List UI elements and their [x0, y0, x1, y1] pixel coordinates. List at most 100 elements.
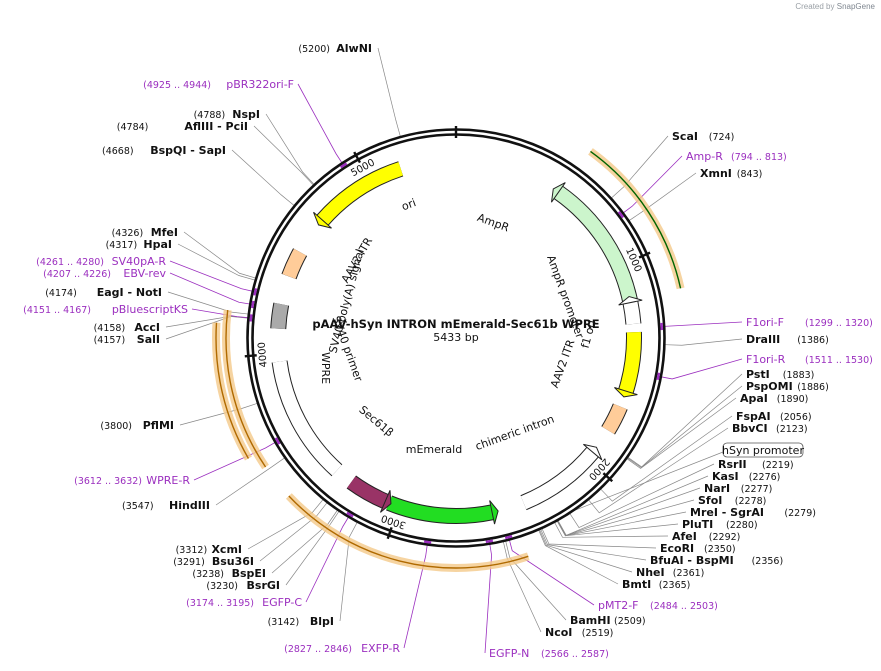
site-leader-line — [177, 243, 256, 281]
primer-position: (3174 .. 3195) — [186, 598, 254, 609]
primer-position: (794 .. 813) — [731, 152, 787, 163]
site-leader-line — [339, 522, 358, 622]
enzyme-site-position: (4174) — [45, 288, 77, 299]
snapgene-logo: SnapGene — [836, 2, 875, 11]
feature-arc — [272, 360, 342, 476]
site-leader-line — [253, 125, 314, 186]
enzyme-site-position: (3142) — [268, 617, 300, 628]
primer-binding-mark — [274, 437, 281, 445]
enzyme-site-name: HpaI — [143, 238, 172, 251]
primer-name: pBluescriptKS — [112, 303, 188, 316]
plasmid-name: pAAV-hSyn INTRON mEmerald-Sec61b WPRE — [312, 317, 599, 331]
primer-binding-mark — [249, 314, 253, 322]
site-leader-line — [247, 499, 324, 550]
site-leader-line — [569, 463, 715, 529]
enzyme-site-name: AlwNI — [336, 42, 372, 55]
feature-arc — [623, 301, 641, 325]
enzyme-site-position: (3312) — [176, 545, 208, 556]
primer-binding-mark — [346, 511, 354, 518]
primer-leader-line — [297, 83, 344, 166]
primer-leader-line — [620, 155, 683, 215]
enzyme-site-position: (2350) — [704, 544, 736, 555]
primer-track-arc — [288, 495, 529, 569]
primer-name: EXFP-R — [361, 642, 400, 655]
site-leader-line — [557, 487, 701, 536]
enzyme-site-name: SfoI — [698, 494, 722, 507]
primer-position: (4261 .. 4280) — [36, 257, 104, 268]
enzyme-site-position: (724) — [709, 132, 735, 143]
primer-leader-line — [508, 537, 595, 606]
feature-arc — [619, 331, 641, 394]
promoter-label: hSyn promoter — [722, 444, 804, 457]
site-leader-line — [539, 529, 633, 573]
primer-binding-mark — [253, 288, 258, 296]
enzyme-site-name: NheI — [636, 566, 665, 579]
primer-position: (1511 .. 1530) — [805, 355, 873, 366]
enzyme-site-name: HindIII — [169, 499, 210, 512]
primer-leader-line — [305, 514, 351, 603]
primer-leader-line — [403, 541, 429, 649]
site-leader-line — [183, 231, 256, 279]
feature-arrowhead — [583, 443, 603, 461]
enzyme-site-position: (843) — [737, 169, 763, 180]
feature-label: Sec61β — [356, 403, 396, 439]
site-leader-line — [588, 427, 729, 514]
enzyme-site-position: (1890) — [777, 394, 809, 405]
enzyme-site-name: RsrII — [718, 458, 747, 471]
enzyme-site-name: MfeI — [151, 226, 178, 239]
enzyme-site-name: NarI — [704, 482, 730, 495]
primer-track-arc — [215, 322, 250, 459]
enzyme-site-position: (2509) — [614, 616, 646, 627]
enzyme-site-name: BspQI - SapI — [150, 144, 226, 157]
enzyme-site-name: BsrGI — [247, 579, 280, 592]
enzyme-site-position: (4788) — [194, 110, 226, 121]
primer-binding-mark — [250, 300, 255, 309]
enzyme-site-position: (2278) — [735, 496, 767, 507]
snapgene-credit: Created by SnapGene — [795, 2, 875, 11]
tick-mark — [386, 526, 393, 540]
enzyme-site-position: (2276) — [749, 472, 781, 483]
enzyme-site-name: DraIII — [746, 333, 780, 346]
primer-position: (4151 .. 4167) — [23, 305, 91, 316]
primer-name: F1ori-R — [746, 353, 786, 366]
plasmid-size: 5433 bp — [433, 331, 478, 344]
site-leader-line — [505, 540, 567, 621]
enzyme-site-position: (2279) — [784, 508, 816, 519]
enzyme-site-position: (1883) — [783, 370, 815, 381]
primer-name: EGFP-C — [262, 596, 302, 609]
enzyme-site-position: (3800) — [100, 421, 132, 432]
enzyme-site-name: EcoRI — [660, 542, 694, 555]
primer-name: SV40pA-R — [112, 255, 167, 268]
enzyme-site-position: (3238) — [192, 569, 224, 580]
tick-mark — [244, 354, 257, 358]
enzyme-site-name: Bsu36I — [212, 555, 254, 568]
enzyme-site-name: AfeI — [672, 530, 697, 543]
site-leader-line — [600, 415, 733, 502]
primer-leader-line — [193, 440, 278, 481]
feature-arc — [347, 476, 389, 508]
enzyme-site-position: (4668) — [102, 146, 134, 157]
primer-name: Amp-R — [686, 150, 723, 163]
enzyme-site-name: BmtI — [622, 578, 651, 591]
site-leader-line — [165, 315, 249, 328]
enzyme-site-position: (3230) — [206, 581, 238, 592]
primer-name: F1ori-F — [746, 316, 784, 329]
enzyme-site-name: PspOMI — [746, 380, 793, 393]
enzyme-site-position: (2219) — [762, 460, 794, 471]
enzyme-site-name: AflIII - PciI — [184, 120, 248, 133]
primer-track-arc — [225, 309, 267, 468]
primer-binding-mark — [485, 539, 494, 544]
enzyme-site-name: AccI — [134, 321, 160, 334]
enzyme-site-name: PluTI — [682, 518, 713, 531]
enzyme-site-position: (2361) — [673, 568, 705, 579]
enzyme-site-name: XmnI — [700, 167, 732, 180]
feature-arrowhead — [550, 182, 566, 203]
enzyme-site-name: MreI - SgrAI — [690, 506, 764, 519]
site-leader-line — [259, 502, 328, 562]
primer-binding-mark — [617, 211, 625, 219]
primer-position: (4207 .. 4226) — [43, 269, 111, 280]
feature-label: AAV2 ITR — [548, 338, 578, 390]
primer-name: WPRE-R — [146, 474, 190, 487]
tick-label: 4000 — [257, 342, 270, 368]
